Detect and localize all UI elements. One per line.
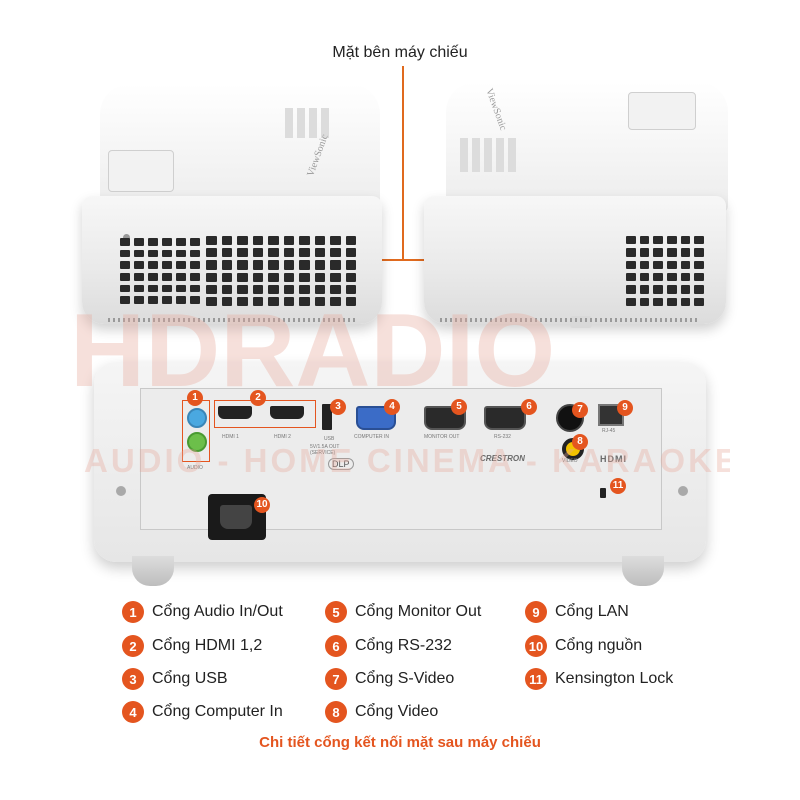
- legend-item-2: 2 Cổng HDMI 1,2: [122, 634, 262, 658]
- rs232-label: RS-232: [494, 434, 511, 440]
- rs232-port: [484, 406, 526, 430]
- legend-label-4: Cổng Computer In: [152, 703, 283, 720]
- projector-foot-right: [622, 556, 664, 586]
- badge-4: 4: [384, 399, 400, 415]
- leader-line-vertical: [402, 66, 404, 260]
- lens-cover-right: [628, 92, 696, 130]
- badge-1: 1: [187, 390, 203, 406]
- legend-label-11: Kensington Lock: [555, 670, 674, 687]
- legend-num-4: 4: [122, 701, 144, 723]
- legend-num-1: 1: [122, 601, 144, 623]
- side-view-caption: Mặt bên máy chiếu: [332, 44, 468, 61]
- hdmi-1-label: HDMI 1: [222, 434, 239, 440]
- legend-item-8: 8 Cổng Video: [325, 700, 438, 724]
- rear-view-caption: Chi tiết cổng kết nối mặt sau máy chiếu: [259, 734, 541, 751]
- hdmi-2-label: HDMI 2: [274, 434, 291, 440]
- badge-10: 10: [254, 497, 270, 513]
- badge-8: 8: [572, 434, 588, 450]
- audio-in-jack: [187, 408, 207, 428]
- vent-strip-left: [108, 318, 358, 322]
- legend-label-9: Cổng LAN: [555, 603, 629, 620]
- power-inlet-socket: [220, 505, 252, 529]
- projector-foot-left: [132, 556, 174, 586]
- legend-item-3: 3 Cổng USB: [122, 667, 228, 691]
- dlp-logo: DLP: [328, 458, 354, 470]
- legend-item-9: 9 Cổng LAN: [525, 600, 629, 624]
- usb-port: [322, 404, 332, 430]
- screw-icon: [116, 486, 126, 496]
- legend-item-7: 7 Cổng S-Video: [325, 667, 454, 691]
- kensington-lock-slot: [600, 488, 606, 498]
- legend-num-6: 6: [325, 635, 347, 657]
- legend-num-3: 3: [122, 668, 144, 690]
- badge-6: 6: [521, 399, 537, 415]
- badge-2: 2: [250, 390, 266, 406]
- badge-11: 11: [610, 478, 626, 494]
- vent-strip-right: [440, 318, 700, 322]
- legend-num-11: 11: [525, 668, 547, 690]
- projector-top-left: [100, 84, 380, 214]
- rj45-label: RJ-45: [602, 428, 616, 434]
- vent-grille-center: [206, 236, 356, 306]
- legend-num-8: 8: [325, 701, 347, 723]
- audio-out-jack: [187, 432, 207, 452]
- hdmi-logo: HDMI: [600, 454, 627, 464]
- vent-grille-right: [626, 236, 704, 306]
- legend-item-5: 5 Cổng Monitor Out: [325, 600, 481, 624]
- legend-num-5: 5: [325, 601, 347, 623]
- legend-label-6: Cổng RS-232: [355, 637, 452, 654]
- legend-label-1: Cổng Audio In/Out: [152, 603, 283, 620]
- badge-9: 9: [617, 400, 633, 416]
- monitor-out-label: MONITOR OUT: [424, 434, 460, 440]
- button-grid-right: [460, 138, 516, 172]
- hdmi-1-port: [218, 406, 252, 419]
- legend-item-11: 11 Kensington Lock: [525, 667, 673, 691]
- legend-label-7: Cổng S-Video: [355, 670, 455, 687]
- legend-num-7: 7: [325, 668, 347, 690]
- legend-label-10: Cổng nguồn: [555, 637, 643, 654]
- video-label: VIDEO: [562, 458, 578, 464]
- badge-3: 3: [330, 399, 346, 415]
- lens-cover-left: [108, 150, 174, 192]
- legend-label-8: Cổng Video: [355, 703, 439, 720]
- legend-item-1: 1 Cổng Audio In/Out: [122, 600, 283, 624]
- button-grid-left: [285, 108, 331, 138]
- legend-num-2: 2: [122, 635, 144, 657]
- legend-label-3: Cổng USB: [152, 670, 228, 687]
- legend-num-10: 10: [525, 635, 547, 657]
- usb-note-label: 5V/1.5A OUT (SERVICE): [310, 444, 340, 456]
- legend-item-10: 10 Cổng nguồn: [525, 634, 642, 658]
- usb-label: USB: [324, 436, 335, 442]
- badge-5: 5: [451, 399, 467, 415]
- crestron-logo: CRESTRON: [480, 454, 525, 463]
- legend-item-6: 6 Cổng RS-232: [325, 634, 452, 658]
- computer-in-label: COMPUTER IN: [354, 434, 389, 440]
- screw-icon: [123, 234, 130, 241]
- legend-label-5: Cổng Monitor Out: [355, 603, 482, 620]
- badge-7: 7: [572, 402, 588, 418]
- legend-item-4: 4 Cổng Computer In: [122, 700, 283, 724]
- legend-num-9: 9: [525, 601, 547, 623]
- hdmi-2-port: [270, 406, 304, 419]
- vent-grille-left: [120, 238, 200, 304]
- screw-icon: [678, 486, 688, 496]
- audio-port-label: AUDIO: [187, 465, 203, 471]
- legend-label-2: Cổng HDMI 1,2: [152, 637, 263, 654]
